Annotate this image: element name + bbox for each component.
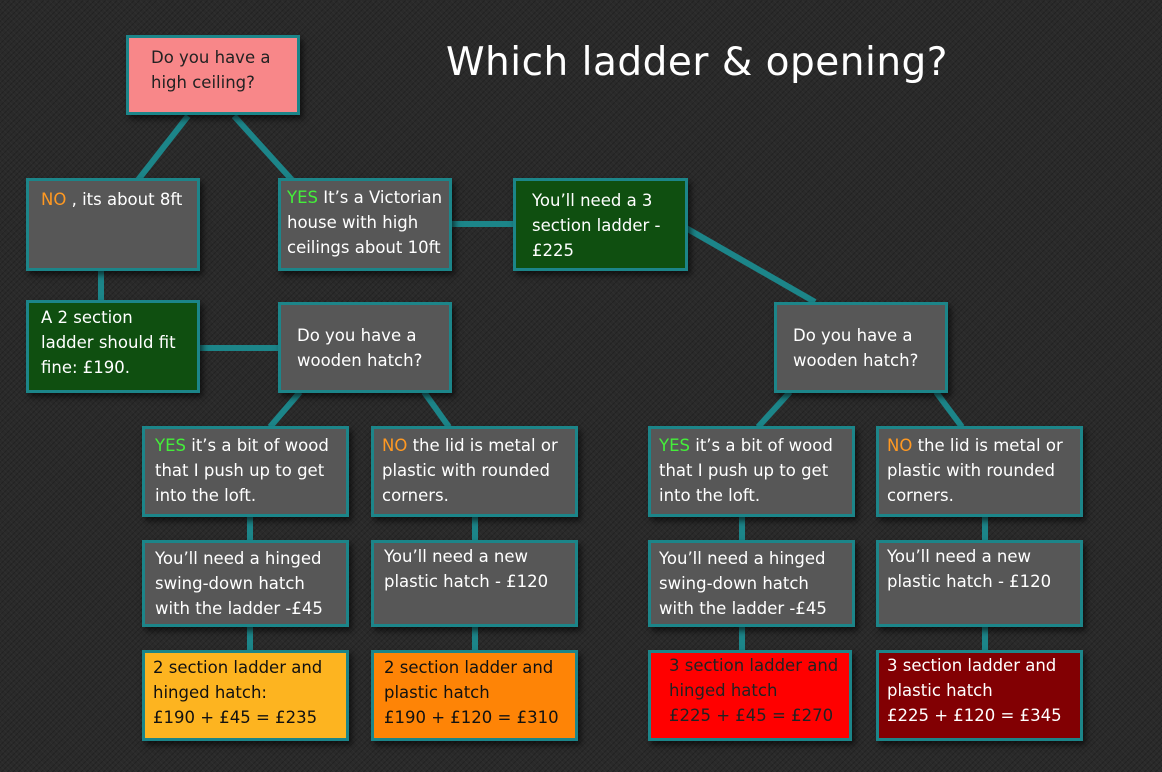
connector-ceiling-yes: [231, 113, 295, 183]
question-wooden-hatch-right: Do you have a wooden hatch?: [774, 302, 948, 393]
answer-yes-wood-right: YES it’s a bit of wood that I push up to…: [648, 426, 855, 517]
total-3-section-hinged: 3 section ladder and hinged hatch £225 +…: [648, 650, 852, 741]
hinged-hatch-right: You’ll need a hinged swing-down hatch wi…: [648, 540, 855, 627]
result-3-section-ladder: You’ll need a 3 section ladder - £225: [513, 178, 688, 271]
answer-yes-wood-left: YES it’s a bit of wood that I push up to…: [142, 426, 349, 517]
total-2-section-hinged: 2 section ladder and hinged hatch: £190 …: [142, 650, 349, 741]
question-wooden-hatch-left: Do you have a wooden hatch?: [278, 302, 452, 393]
connector-hatchL-yes: [267, 390, 303, 429]
connector-ceiling-no: [135, 114, 191, 182]
question-high-ceiling: Do you have a high ceiling?: [126, 35, 300, 115]
page-title: Which ladder & opening?: [446, 40, 948, 85]
answer-no-metal-left: NO the lid is metal or plastic with roun…: [371, 426, 578, 517]
total-3-section-plastic: 3 section ladder and plastic hatch £225 …: [876, 650, 1083, 741]
answer-no-metal-right: NO the lid is metal or plastic with roun…: [876, 426, 1083, 517]
plastic-hatch-left: You’ll need a new plastic hatch - £120: [371, 540, 578, 627]
total-2-section-plastic: 2 section ladder and plastic hatch £190 …: [371, 650, 578, 741]
hinged-hatch-left: You’ll need a hinged swing-down hatch wi…: [142, 540, 349, 627]
answer-yes-victorian: YES It’s a Victorian house with high cei…: [278, 178, 452, 271]
connector-hatchL-no: [421, 390, 452, 429]
result-2-section-ladder: A 2 section ladder should fit fine: £190…: [26, 300, 200, 393]
connector-hatchR-yes: [755, 389, 793, 430]
plastic-hatch-right: You’ll need a new plastic hatch - £120: [876, 540, 1083, 627]
connector-hatchR-no: [933, 390, 965, 429]
no-label: NO: [41, 190, 67, 209]
answer-no-8ft: NO , its about 8ft: [26, 178, 200, 271]
yes-label: YES: [287, 188, 318, 207]
connector-3section-hatch: [684, 225, 817, 305]
